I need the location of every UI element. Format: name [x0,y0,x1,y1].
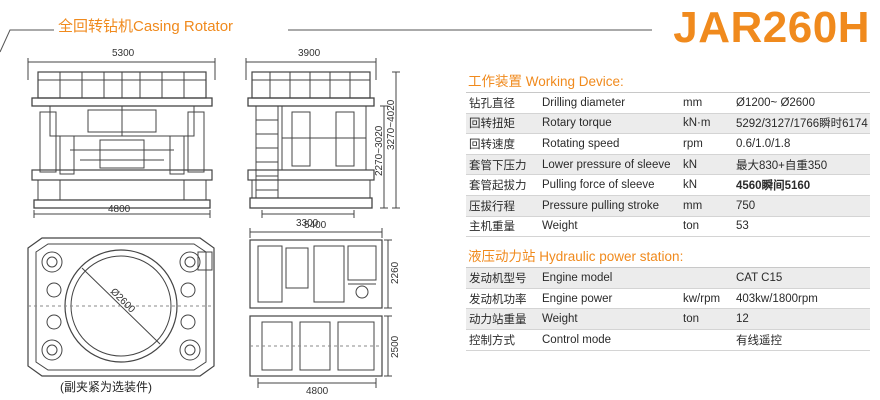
station-height-b-label: 2500 [390,335,401,358]
table-row: 套管起拔力 Pulling force of sleeve kN 4560瞬间5… [466,174,870,196]
spec-en: Control mode [539,329,680,351]
spec-cn: 回转速度 [466,133,539,155]
spec-en: Engine power [539,288,680,310]
spec-value: 12 [733,308,870,330]
spec-value: 750 [733,195,870,217]
spec-unit: mm [680,195,733,217]
spec-cn: 控制方式 [466,329,539,351]
spec-en: Engine model [539,268,680,289]
spec-en: Drilling diameter [539,93,680,114]
spec-en: Pressure pulling stroke [539,195,680,217]
side-height-b-label: 3270~4020 [386,99,397,150]
station-width-label: 5400 [304,220,327,231]
spec-value: 有线遥控 [733,329,870,351]
working-device-title: 工作装置 Working Device: [466,66,870,93]
plan-view-drawing [27,237,215,377]
hydraulic-station-table: 发动机型号 Engine model CAT C15 发动机功率 Engine … [466,268,870,351]
front-top-width-label: 5300 [112,48,135,59]
spec-value: Ø1200~ Ø2600 [733,93,870,114]
side-base-width-label: 3300 [296,218,319,229]
spec-unit: kN·m [680,113,733,135]
spec-value: 最大830+自重350 [733,154,870,176]
table-row: 动力站重量 Weight ton 12 [466,308,870,330]
station-height-a-label: 2260 [390,261,401,284]
spec-en: Weight [539,216,680,238]
spec-en: Weight [539,308,680,330]
spec-cn: 钻孔直径 [466,93,539,114]
spec-unit: ton [680,216,733,238]
table-row: 发动机型号 Engine model CAT C15 [466,268,870,289]
table-row: 发动机功率 Engine power kw/rpm 403kw/1800rpm [466,288,870,310]
table-row: 钻孔直径 Drilling diameter mm Ø1200~ Ø2600 [466,93,870,114]
optional-part-caption: (副夹紧为选装件) [60,380,152,394]
spec-en: Lower pressure of sleeve [539,154,680,176]
spec-cn: 套管起拔力 [466,174,539,196]
working-device-table: 钻孔直径 Drilling diameter mm Ø1200~ Ø2600 回… [466,93,870,238]
spec-cn: 压拔行程 [466,195,539,217]
table-row: 控制方式 Control mode 有线遥控 [466,329,870,351]
spec-value: CAT C15 [733,268,870,289]
page-title: 全回转钻机Casing Rotator [58,18,234,35]
station-depth-label: 4800 [306,386,329,397]
table-row: 套管下压力 Lower pressure of sleeve kN 最大830+… [466,154,870,176]
spec-panel: 工作装置 Working Device: 钻孔直径 Drilling diame… [466,66,870,351]
spec-cn: 主机重量 [466,216,539,238]
spec-value: 0.6/1.0/1.8 [733,133,870,155]
table-row: 回转速度 Rotating speed rpm 0.6/1.0/1.8 [466,133,870,155]
spec-en: Rotary torque [539,113,680,135]
spec-cn: 回转扭矩 [466,113,539,135]
spec-unit: mm [680,93,733,114]
table-row: 回转扭矩 Rotary torque kN·m 5292/3127/1766瞬时… [466,113,870,135]
table-row: 压拔行程 Pressure pulling stroke mm 750 [466,195,870,217]
spec-unit [680,268,733,289]
spec-cn: 发动机型号 [466,268,539,289]
spec-en: Rotating speed [539,133,680,155]
hydraulic-station-title: 液压动力站 Hydraulic power station: [466,241,870,269]
spec-unit: ton [680,308,733,330]
technical-drawings: 5300 4800 3900 3300 2270~3020 3270~4020 … [27,48,401,397]
spec-value: 5292/3127/1766瞬时6174 [733,113,870,135]
spec-value: 403kw/1800rpm [733,288,870,310]
spec-cn: 发动机功率 [466,288,539,310]
side-top-width-label: 3900 [298,48,321,59]
side-height-a-label: 2270~3020 [374,125,385,176]
spec-cn: 动力站重量 [466,308,539,330]
spec-value: 53 [733,216,870,238]
spec-unit: rpm [680,133,733,155]
table-row: 主机重量 Weight ton 53 [466,216,870,238]
model-name: JAR260H [673,3,870,52]
front-view-drawing [27,58,216,218]
front-bottom-width-label: 4800 [108,204,131,215]
spec-unit: kN [680,154,733,176]
spec-cn: 套管下压力 [466,154,539,176]
spec-en: Pulling force of sleeve [539,174,680,196]
spec-unit [680,329,733,351]
side-view-drawing [245,58,400,218]
power-station-drawing [249,228,392,388]
spec-value: 4560瞬间5160 [733,174,870,196]
header-decoration [0,29,652,53]
plan-bore-label: Ø2600 [108,286,137,315]
spec-unit: kN [680,174,733,196]
spec-unit: kw/rpm [680,288,733,310]
